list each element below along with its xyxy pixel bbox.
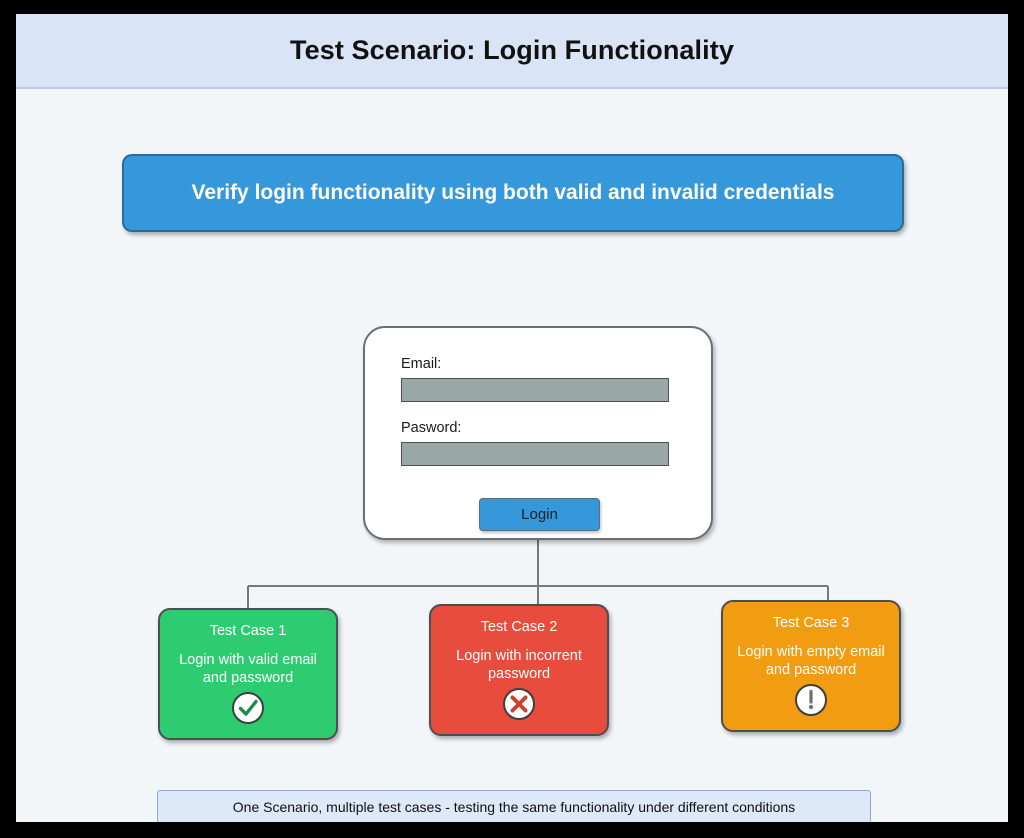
check-circle-icon xyxy=(232,692,264,724)
scenario-banner-text: Verify login functionality using both va… xyxy=(191,181,835,204)
test-case-description: Login with empty email and password xyxy=(737,643,885,679)
header-strip: Test Scenario: Login Functionality xyxy=(16,14,1008,89)
test-case-card-1[interactable]: Test Case 1 Login with valid email and p… xyxy=(158,608,338,740)
x-circle-icon xyxy=(503,688,535,720)
password-field[interactable] xyxy=(401,442,669,466)
test-case-title: Test Case 1 xyxy=(209,623,287,639)
email-label: Email: xyxy=(401,356,442,372)
test-case-description: Login with incorrent password xyxy=(456,647,582,683)
test-case-card-3[interactable]: Test Case 3 Login with empty email and p… xyxy=(721,600,901,732)
email-field[interactable] xyxy=(401,378,669,402)
test-case-title: Test Case 3 xyxy=(772,615,850,631)
login-button-label: Login xyxy=(521,506,558,523)
login-button[interactable]: Login xyxy=(479,498,600,531)
test-case-card-2[interactable]: Test Case 2 Login with incorrent passwor… xyxy=(429,604,609,736)
diagram-canvas: Test Scenario: Login Functionality Verif… xyxy=(16,14,1008,822)
password-label: Pasword: xyxy=(401,420,462,436)
scenario-banner[interactable]: Verify login functionality using both va… xyxy=(122,154,904,232)
footer-note: One Scenario, multiple test cases - test… xyxy=(157,790,871,822)
exclamation-circle-icon xyxy=(795,684,827,716)
test-case-title: Test Case 2 xyxy=(480,619,558,635)
login-form-card: Email: Pasword: Login xyxy=(363,326,713,540)
page-title: Test Scenario: Login Functionality xyxy=(290,35,734,65)
footer-note-text: One Scenario, multiple test cases - test… xyxy=(232,798,796,815)
test-case-description: Login with valid email and password xyxy=(179,651,317,687)
